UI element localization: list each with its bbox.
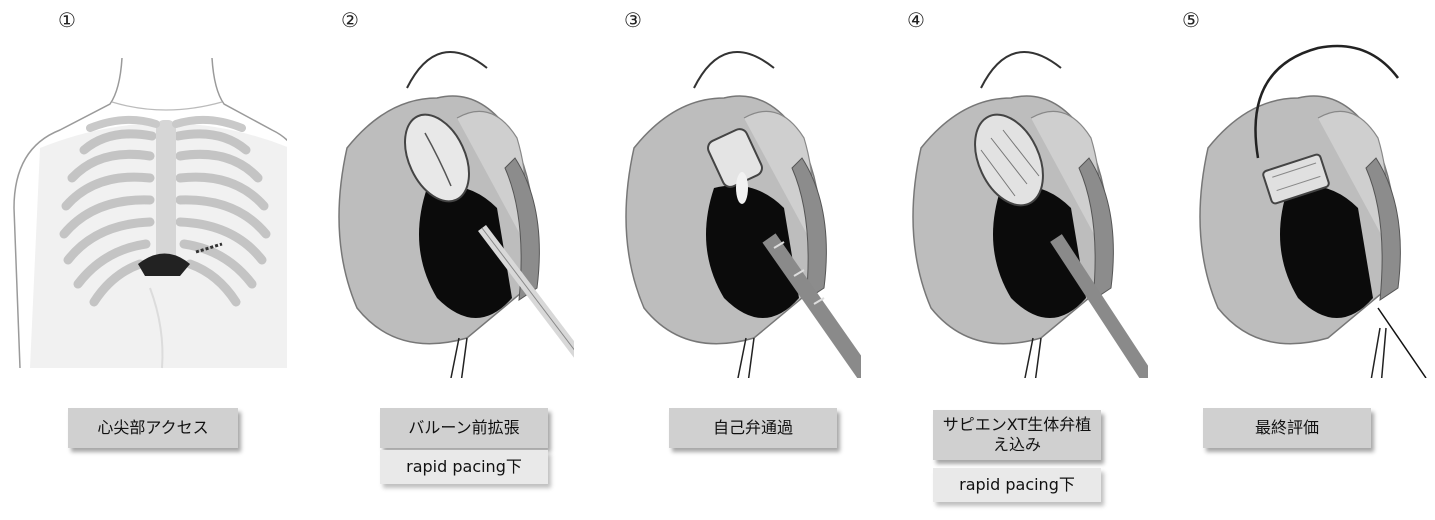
step-label: 自己弁通過 [669, 408, 837, 448]
step-sublabel: rapid pacing下 [933, 468, 1101, 502]
step-2-panel: ② バルーン前拡張 rapid pacing下 [287, 0, 574, 520]
heart-valve-crossing-illustration [574, 38, 861, 378]
step-5-panel: ⑤ 最終評価 [1148, 0, 1435, 520]
heart-balloon-illustration [287, 38, 574, 378]
heart-final-assessment-illustration [1148, 38, 1435, 378]
chest-ribcage-illustration [0, 38, 287, 378]
step-4-panel: ④ サピエンXT生体弁植え込み rapid pacing下 [861, 0, 1148, 520]
step-sublabel: rapid pacing下 [380, 450, 548, 484]
step-1-panel: ① [0, 0, 287, 520]
step-label: サピエンXT生体弁植え込み [933, 410, 1101, 460]
step-label: 心尖部アクセス [68, 408, 238, 448]
step-number: ④ [907, 10, 925, 30]
step-label: バルーン前拡張 [380, 408, 548, 448]
step-label: 最終評価 [1203, 408, 1371, 448]
step-number: ① [58, 10, 76, 30]
step-number: ⑤ [1182, 10, 1200, 30]
heart-valve-implant-illustration [861, 38, 1148, 378]
step-number: ② [341, 10, 359, 30]
step-number: ③ [624, 10, 642, 30]
step-3-panel: ③ 自己弁通過 [574, 0, 861, 520]
